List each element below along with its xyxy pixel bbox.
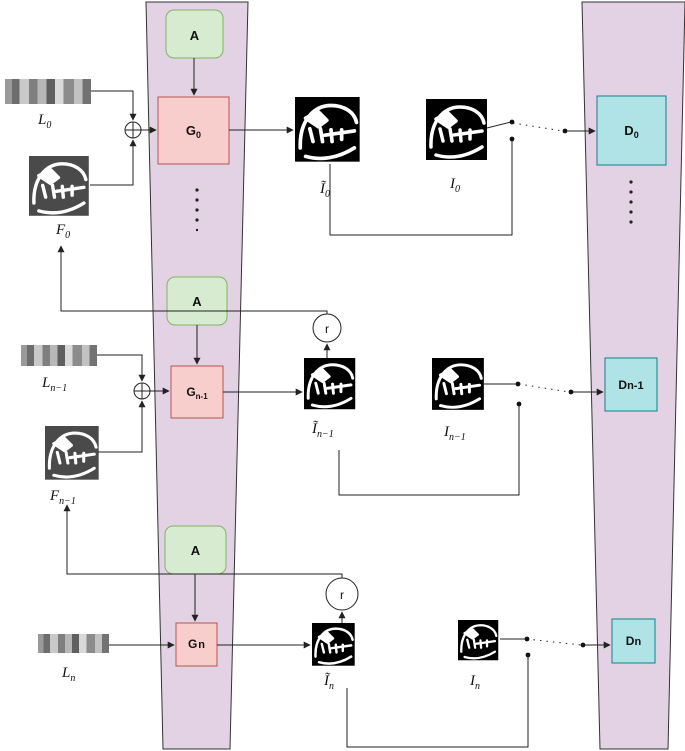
label-I-tilde-0: Ĩ0 — [319, 180, 330, 200]
svg-text:In−1: In−1 — [443, 424, 466, 443]
generator-sub: n-1 — [196, 392, 209, 401]
skull-mask-icon — [45, 426, 99, 480]
attention-box-0[interactable]: A — [165, 9, 224, 59]
svg-text:Ln−1: Ln−1 — [41, 375, 67, 394]
attention-label: A — [192, 294, 202, 309]
attention-label: A — [191, 543, 201, 558]
discriminator-sub: 0 — [634, 130, 639, 140]
vertical-ellipsis-discriminators — [629, 180, 633, 224]
svg-text:G0: G0 — [186, 123, 201, 140]
discriminator-box-n[interactable]: Dn — [611, 618, 656, 664]
generator-box-n-1[interactable]: Gn-1 — [170, 365, 224, 419]
label-F-n-1: Fn−1 — [49, 488, 76, 507]
skull-mask-icon — [432, 358, 484, 410]
svg-text:D0: D0 — [624, 123, 638, 140]
skull-mask-icon — [426, 99, 487, 160]
generator-label: G — [186, 385, 195, 399]
grayscale-stripes-icon — [5, 79, 91, 104]
attention-label: A — [190, 28, 200, 43]
grayscale-stripes-icon — [38, 634, 109, 653]
resize-label: r — [325, 322, 329, 336]
attention-box-n-1[interactable]: A — [166, 276, 228, 326]
discriminator-sub: n — [634, 636, 641, 648]
junction-dots — [509, 119, 586, 658]
skull-mask-icon — [29, 156, 89, 216]
svg-text:Ĩn−1: Ĩn−1 — [311, 420, 334, 440]
connectors — [57, 58, 611, 748]
skull-mask-icon — [304, 358, 356, 410]
generator-box-0[interactable]: G0 — [157, 96, 230, 165]
discriminator-box-0[interactable]: D0 — [596, 95, 667, 166]
label-F0: F0 — [55, 222, 70, 241]
svg-text:Ln: Ln — [61, 665, 75, 684]
svg-text:I0: I0 — [449, 176, 460, 195]
label-L-n-1: Ln−1 — [41, 375, 67, 394]
circle-plus-icon — [133, 382, 151, 400]
label-L-n: Ln — [61, 665, 75, 684]
skull-mask-icon — [312, 623, 355, 666]
label-I-n-1: In−1 — [443, 424, 466, 443]
svg-text:Gn: Gn — [188, 637, 205, 651]
discriminator-label: D — [618, 378, 627, 392]
generator-box-n[interactable]: Gn — [175, 622, 218, 667]
svg-text:F0: F0 — [55, 222, 70, 241]
discriminator-label: D — [626, 634, 635, 648]
discriminator-sub: n-1 — [627, 380, 644, 392]
generator-sub: 0 — [196, 130, 201, 140]
skull-mask-icon — [458, 620, 499, 661]
generator-label: G — [188, 637, 197, 651]
svg-text:Gn-1: Gn-1 — [186, 385, 208, 401]
label-L0: L0 — [37, 112, 51, 131]
svg-text:Dn: Dn — [626, 634, 642, 648]
discriminator-label: D — [624, 123, 633, 138]
label-I-n: In — [469, 673, 480, 692]
skull-mask-icon — [295, 97, 360, 162]
svg-text:Ĩn: Ĩn — [323, 672, 334, 692]
resize-label: r — [340, 588, 344, 602]
grayscale-stripes-icon — [21, 345, 97, 366]
svg-text:L0: L0 — [37, 112, 51, 131]
generator-label: G — [186, 123, 196, 138]
svg-text:Fn−1: Fn−1 — [49, 488, 76, 507]
label-I-tilde-n: Ĩn — [323, 672, 334, 692]
generator-sub: n — [198, 639, 205, 651]
label-I-tilde-n-1: Ĩn−1 — [311, 420, 334, 440]
svg-text:Dn-1: Dn-1 — [618, 378, 643, 392]
dotted-links — [512, 122, 582, 646]
circle-plus-icon — [124, 121, 142, 139]
resize-node[interactable]: r — [312, 313, 342, 343]
vertical-ellipsis-generators — [195, 188, 199, 232]
attention-box-n[interactable]: A — [164, 525, 227, 575]
label-I-0: I0 — [449, 176, 460, 195]
svg-text:Ĩ0: Ĩ0 — [319, 180, 330, 200]
resize-node[interactable]: r — [325, 577, 359, 611]
discriminator-box-n-1[interactable]: Dn-1 — [604, 357, 658, 412]
svg-text:In: In — [469, 673, 480, 692]
